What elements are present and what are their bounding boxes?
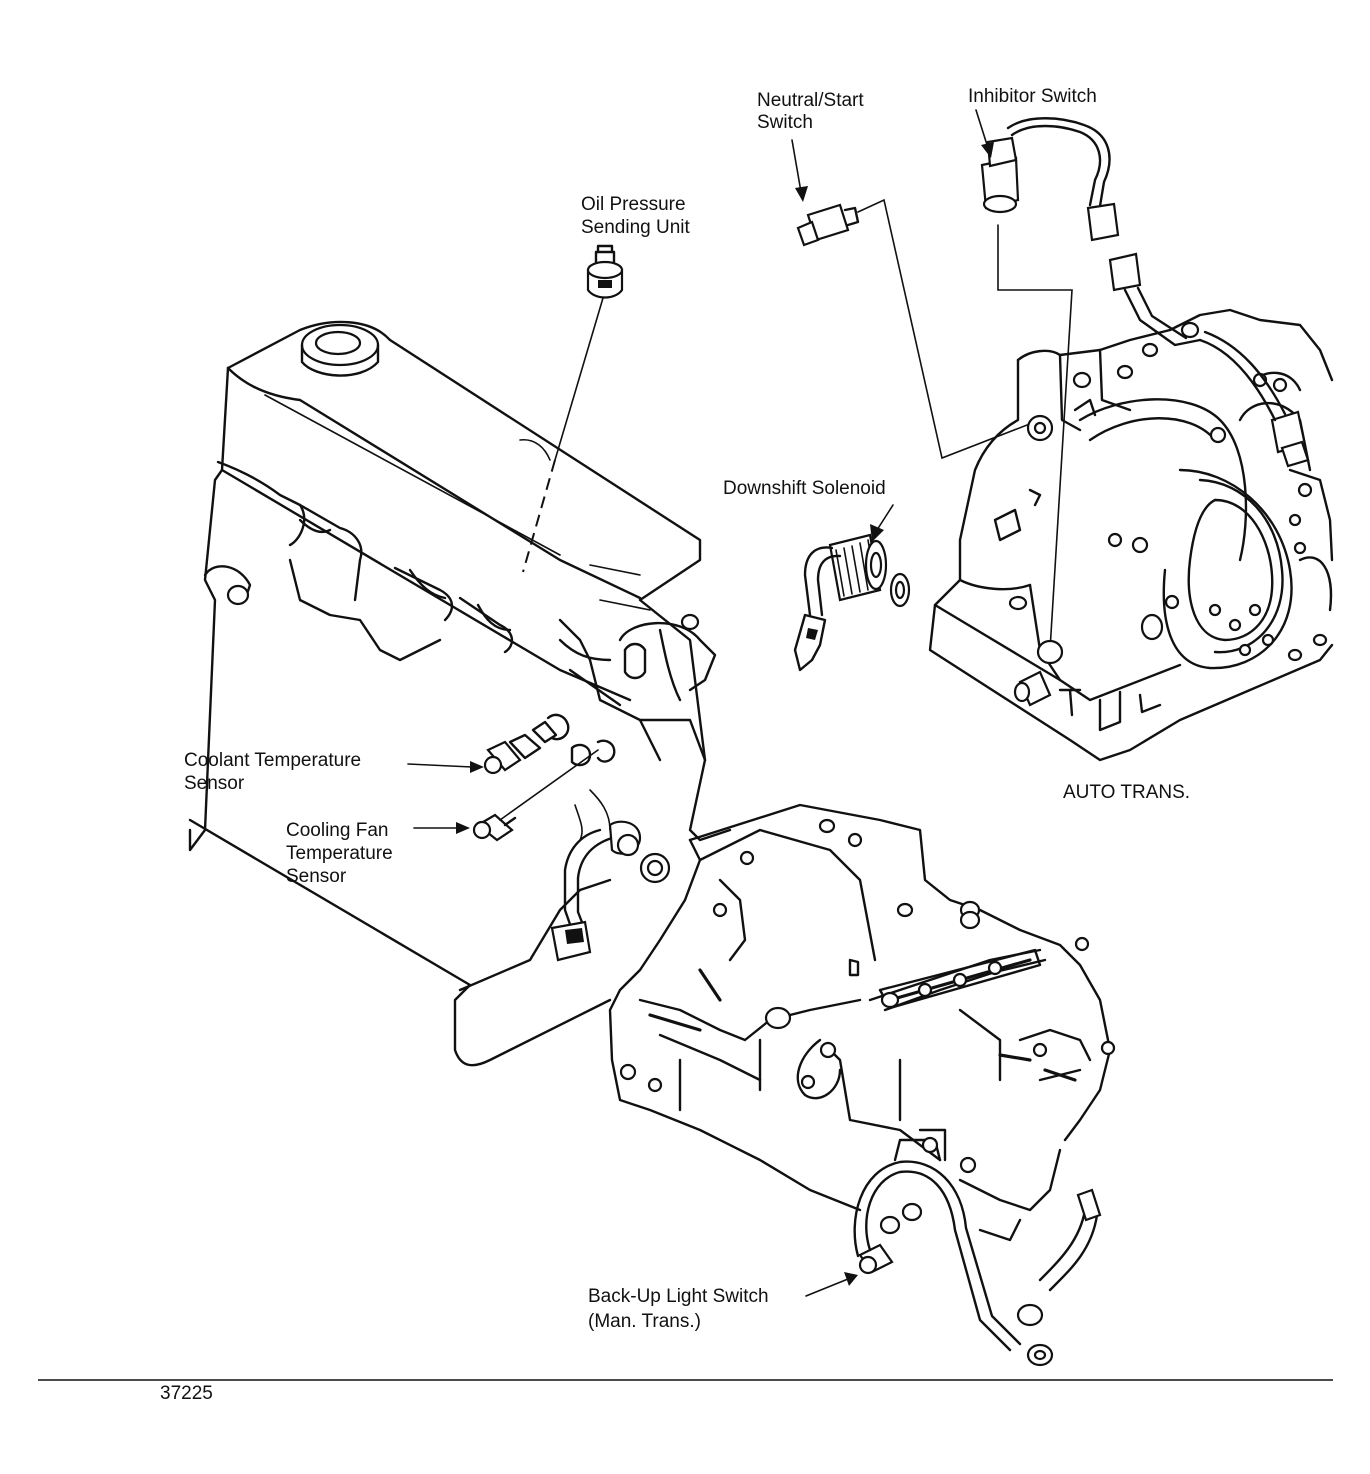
neutral-start-arrowhead: [795, 186, 808, 202]
engine-block: [188, 320, 732, 1067]
downshift-solenoid: [793, 533, 911, 672]
coolant-temperature-label-line1: Coolant Temperature: [184, 750, 361, 771]
coolant-temperature-sensor: [483, 713, 616, 775]
cooling-fan-label-line1: Cooling Fan: [286, 820, 388, 841]
manual-transmission: [608, 803, 1116, 1242]
inhibitor-arrowhead: [981, 142, 994, 158]
coolant-temperature-label-line2: Sensor: [184, 773, 245, 794]
coolant-leader-line: [499, 749, 599, 821]
backup-light-switch: [853, 1160, 1102, 1367]
leader-lines: [407, 761, 858, 1297]
inhibitor-pointer: [975, 109, 989, 149]
oil-pressure-leader: [554, 297, 604, 461]
neutral-start-leader: [857, 198, 1041, 460]
figure-number: 37225: [160, 1383, 213, 1404]
inhibitor-switch: [980, 117, 1202, 347]
downshift-arrowhead: [870, 524, 884, 542]
oil-pressure-label-line1: Oil Pressure: [581, 194, 686, 215]
neutral-start-label-line1: Neutral/Start: [757, 90, 864, 111]
neutral-start-label-line2: Switch: [757, 112, 813, 133]
sensor-harness-connector: [550, 820, 671, 962]
oil-pressure-label-line2: Sending Unit: [581, 217, 691, 238]
backup-light-label-line1: Back-Up Light Switch: [588, 1286, 769, 1307]
neutral-start-pointer: [791, 139, 802, 193]
automatic-transmission: [928, 308, 1334, 762]
downshift-solenoid-label: Downshift Solenoid: [723, 478, 886, 499]
oil-pressure-dashed-leader: [522, 459, 556, 573]
cooling-fan-label-line3: Sensor: [286, 866, 347, 887]
inhibitor-switch-label: Inhibitor Switch: [968, 86, 1097, 107]
neutral-start-switch: [796, 203, 860, 247]
oil-pressure-sending-unit: [586, 244, 624, 299]
downshift-pointer: [876, 504, 894, 531]
auto-trans-label: AUTO TRANS.: [1063, 782, 1190, 803]
inhibitor-leader: [997, 224, 1073, 651]
cooling-fan-temperature-sensor: [472, 813, 517, 842]
backup-light-label-line2: (Man. Trans.): [588, 1311, 701, 1332]
cooling-fan-label-line2: Temperature: [286, 843, 393, 864]
